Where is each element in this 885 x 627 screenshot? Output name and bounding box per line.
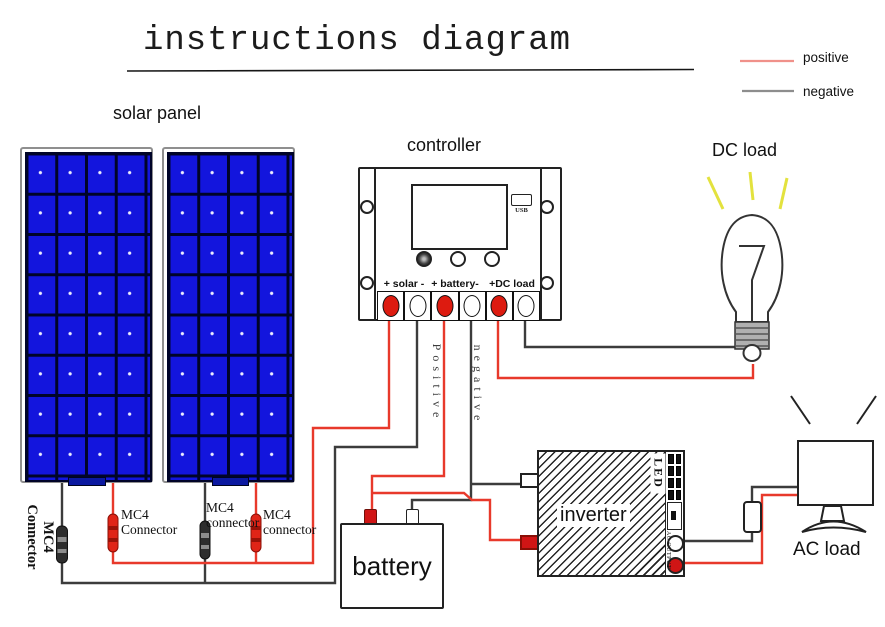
terminal-dot-red [382, 295, 400, 317]
mc4-band [201, 533, 209, 538]
mc4-label1-line1: MC4 [121, 507, 149, 522]
mc4-connector-label-3: MC4 connector [263, 507, 316, 537]
inverter-input-negative-connector [520, 473, 539, 488]
ac-load-shapes [743, 395, 877, 533]
mc4-connector-label-2: MC4 connector [206, 500, 259, 530]
bulb-tip [742, 344, 762, 362]
mc4-band [108, 538, 118, 542]
mount-hole [360, 276, 374, 290]
ac-output-positive-socket [667, 557, 684, 574]
ac-ray-left [790, 395, 811, 425]
solar-panel-2 [162, 147, 295, 483]
controller-button-2 [450, 251, 466, 267]
terminal-battery-plus [431, 291, 459, 321]
solar-panel-1-cells [25, 152, 152, 482]
ac-output-negative-socket [667, 535, 684, 552]
bulb-filament [739, 245, 766, 322]
terminal-dot-red [436, 295, 454, 317]
terminal-dcload-minus [512, 291, 541, 321]
mount-hole [540, 200, 554, 214]
legend-positive-label: positive [803, 50, 849, 65]
mc4-capsule-black-2 [199, 520, 211, 560]
title-underline [126, 68, 695, 72]
terminal-battery-minus [458, 291, 486, 321]
inverter-switch [667, 502, 682, 530]
terminal-solar-plus [377, 291, 405, 321]
mc4-capsule-red-1 [107, 513, 119, 553]
terminal-label-battery: + battery- [431, 278, 479, 290]
mc4-connector-label-vertical: MC4 Connector [24, 481, 56, 593]
controller-tab-line-right [540, 167, 542, 321]
mc4-label2-line1: MC4 [206, 500, 234, 515]
dc-load-bulb [706, 171, 789, 362]
mc4-vertical-line2: Connector [24, 504, 40, 570]
terminal-dot-white [409, 295, 427, 317]
mc4-band [108, 526, 118, 530]
inverter-label: inverter [557, 504, 630, 527]
terminal-label-solar: + solar - [383, 278, 425, 290]
mc4-capsule-red-2 [250, 513, 262, 553]
page-title: instructions diagram [143, 22, 572, 60]
bulb-base-threads [735, 327, 769, 347]
inverter-vent-grid [668, 454, 681, 500]
controller-display [411, 184, 508, 250]
monitor-neck [819, 505, 846, 522]
solar-panel-label: solar panel [113, 103, 202, 123]
mc4-label1-line2: Connector [121, 522, 178, 537]
terminal-solar-minus [404, 291, 432, 321]
controller-terminal-strip [377, 291, 541, 321]
bulb-rays [706, 171, 789, 210]
controller-label: controller [407, 135, 482, 155]
positive-wire-label: Positive [430, 343, 444, 423]
mc4-vertical-line1: MC4 [40, 521, 56, 553]
mc4-label3-line1: MC4 [263, 507, 291, 522]
battery-box: battery [340, 523, 444, 609]
mc4-band [201, 545, 209, 549]
inverter-input-positive-connector [520, 535, 539, 550]
junction-box-panel-1 [68, 477, 106, 486]
mc4-label2-line2: connector [206, 515, 260, 530]
bulb-glass [720, 213, 784, 323]
terminal-dot-white [463, 295, 481, 317]
ac-ray-right [856, 395, 877, 425]
mc4-capsule-black-1 [56, 525, 68, 564]
mc4-band [251, 538, 261, 542]
ac-load-monitor [797, 440, 874, 506]
mc4-band [57, 549, 67, 553]
ac-inline-connector [743, 501, 762, 533]
terminal-dot-white [517, 295, 535, 317]
solar-panel-1 [20, 147, 153, 483]
battery-label: battery [352, 550, 432, 581]
ac-load-label: AC load [793, 539, 861, 560]
usb-port [511, 194, 532, 206]
mc4-band [57, 537, 67, 542]
controller-menu-button [416, 251, 432, 267]
solar-panel-2-cells [167, 152, 294, 482]
mc4-label3-line2: connector [263, 522, 317, 537]
legend-negative-label: negative [803, 84, 855, 99]
led-label: LED [650, 453, 666, 494]
monitor-base [801, 520, 867, 533]
junction-box-panel-2 [212, 477, 249, 486]
negative-wire-label: negative [471, 344, 485, 426]
terminal-dcload-plus [485, 291, 513, 321]
mount-hole [360, 200, 374, 214]
mount-hole [540, 276, 554, 290]
usb-label: USB [515, 207, 528, 214]
controller-button-3 [484, 251, 500, 267]
mc4-connectors [56, 513, 262, 564]
controller-tab-line-left [374, 167, 376, 321]
mc4-band [251, 526, 261, 530]
dc-load-label: DC load [712, 140, 778, 160]
ac-output-label: AC OUTPUT [665, 530, 671, 569]
terminal-dot-red [490, 295, 508, 317]
mc4-connector-label-1: MC4 Connector [121, 507, 177, 537]
inverter-side-strip [666, 452, 684, 575]
